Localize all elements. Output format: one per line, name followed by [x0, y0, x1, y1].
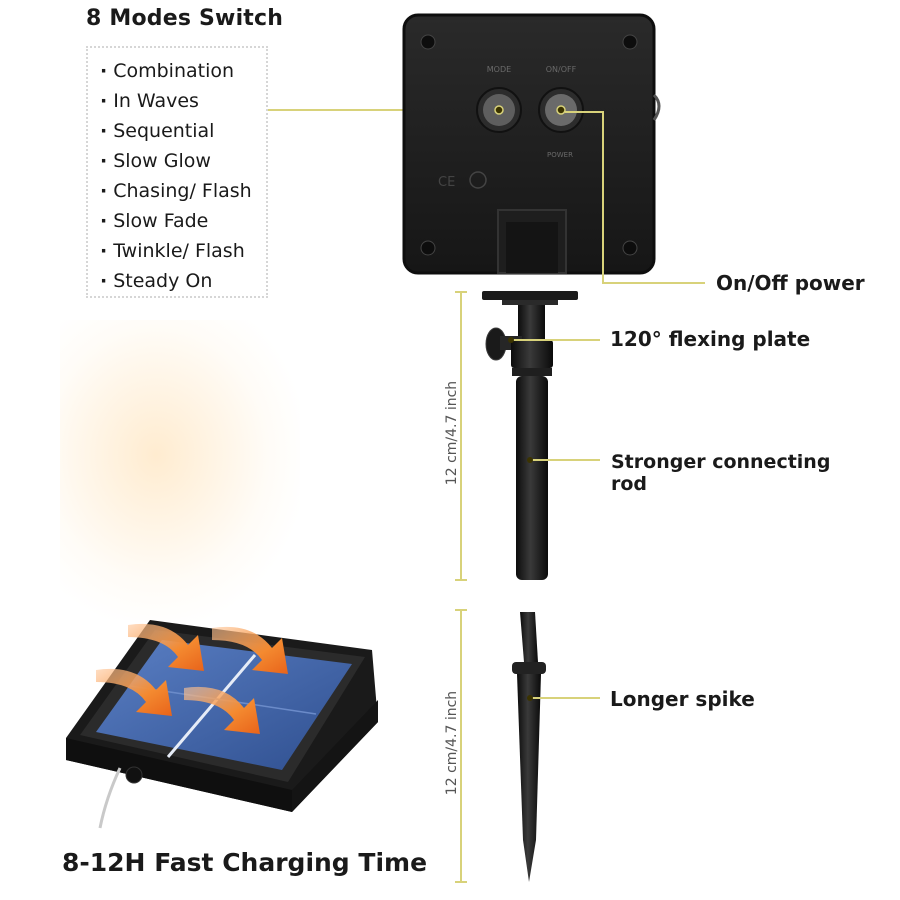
- spike-label: Longer spike: [610, 687, 755, 711]
- mode-button[interactable]: [476, 87, 522, 133]
- power-label: POWER: [547, 151, 573, 159]
- mode-item: Slow Fade: [100, 206, 252, 236]
- mode-item: Twinkle/ Flash: [100, 236, 252, 266]
- rod-length-label: 12 cm/4.7 inch: [444, 380, 460, 486]
- modes-list: Combination In Waves Sequential Slow Glo…: [100, 56, 252, 296]
- spike-dimension-bracket: [455, 609, 467, 883]
- charging-time-title: 8-12H Fast Charging Time: [62, 848, 428, 877]
- connecting-rod: [482, 291, 578, 580]
- rod-label-line2: rod: [611, 473, 648, 495]
- ground-spike: [512, 612, 546, 882]
- device-back-panel: [402, 13, 661, 275]
- mode-item: Combination: [100, 56, 252, 86]
- modes-title: 8 Modes Switch: [86, 6, 284, 31]
- spike-leader-dot: [527, 695, 533, 701]
- modes-list-box: Combination In Waves Sequential Slow Glo…: [86, 46, 268, 298]
- onoff-button[interactable]: [538, 87, 584, 133]
- mode-item: Chasing/ Flash: [100, 176, 251, 206]
- mode-item: In Waves: [100, 86, 252, 116]
- recycle-icon: [469, 171, 487, 189]
- mode-item: Steady On: [100, 266, 252, 296]
- ce-mark: CE: [438, 175, 455, 190]
- onoff-leader-line: [565, 111, 705, 284]
- onoff-button-label: ON/OFF: [546, 65, 577, 74]
- mode-item: Sequential: [100, 116, 252, 146]
- rod-leader-dot: [527, 457, 533, 463]
- rod-label-line1: Stronger connecting: [611, 451, 831, 473]
- mode-button-label: MODE: [487, 65, 511, 74]
- solar-panel-box: [66, 620, 378, 829]
- plate-leader-dot: [508, 337, 514, 343]
- onoff-power-label: On/Off power: [716, 271, 865, 295]
- spike-length-label: 12 cm/4.7 inch: [444, 690, 460, 796]
- flex-plate-label: 120° flexing plate: [610, 327, 811, 351]
- rod-dimension-bracket: [455, 291, 467, 581]
- mode-item: Slow Glow: [100, 146, 252, 176]
- charging-arrows: [96, 623, 288, 734]
